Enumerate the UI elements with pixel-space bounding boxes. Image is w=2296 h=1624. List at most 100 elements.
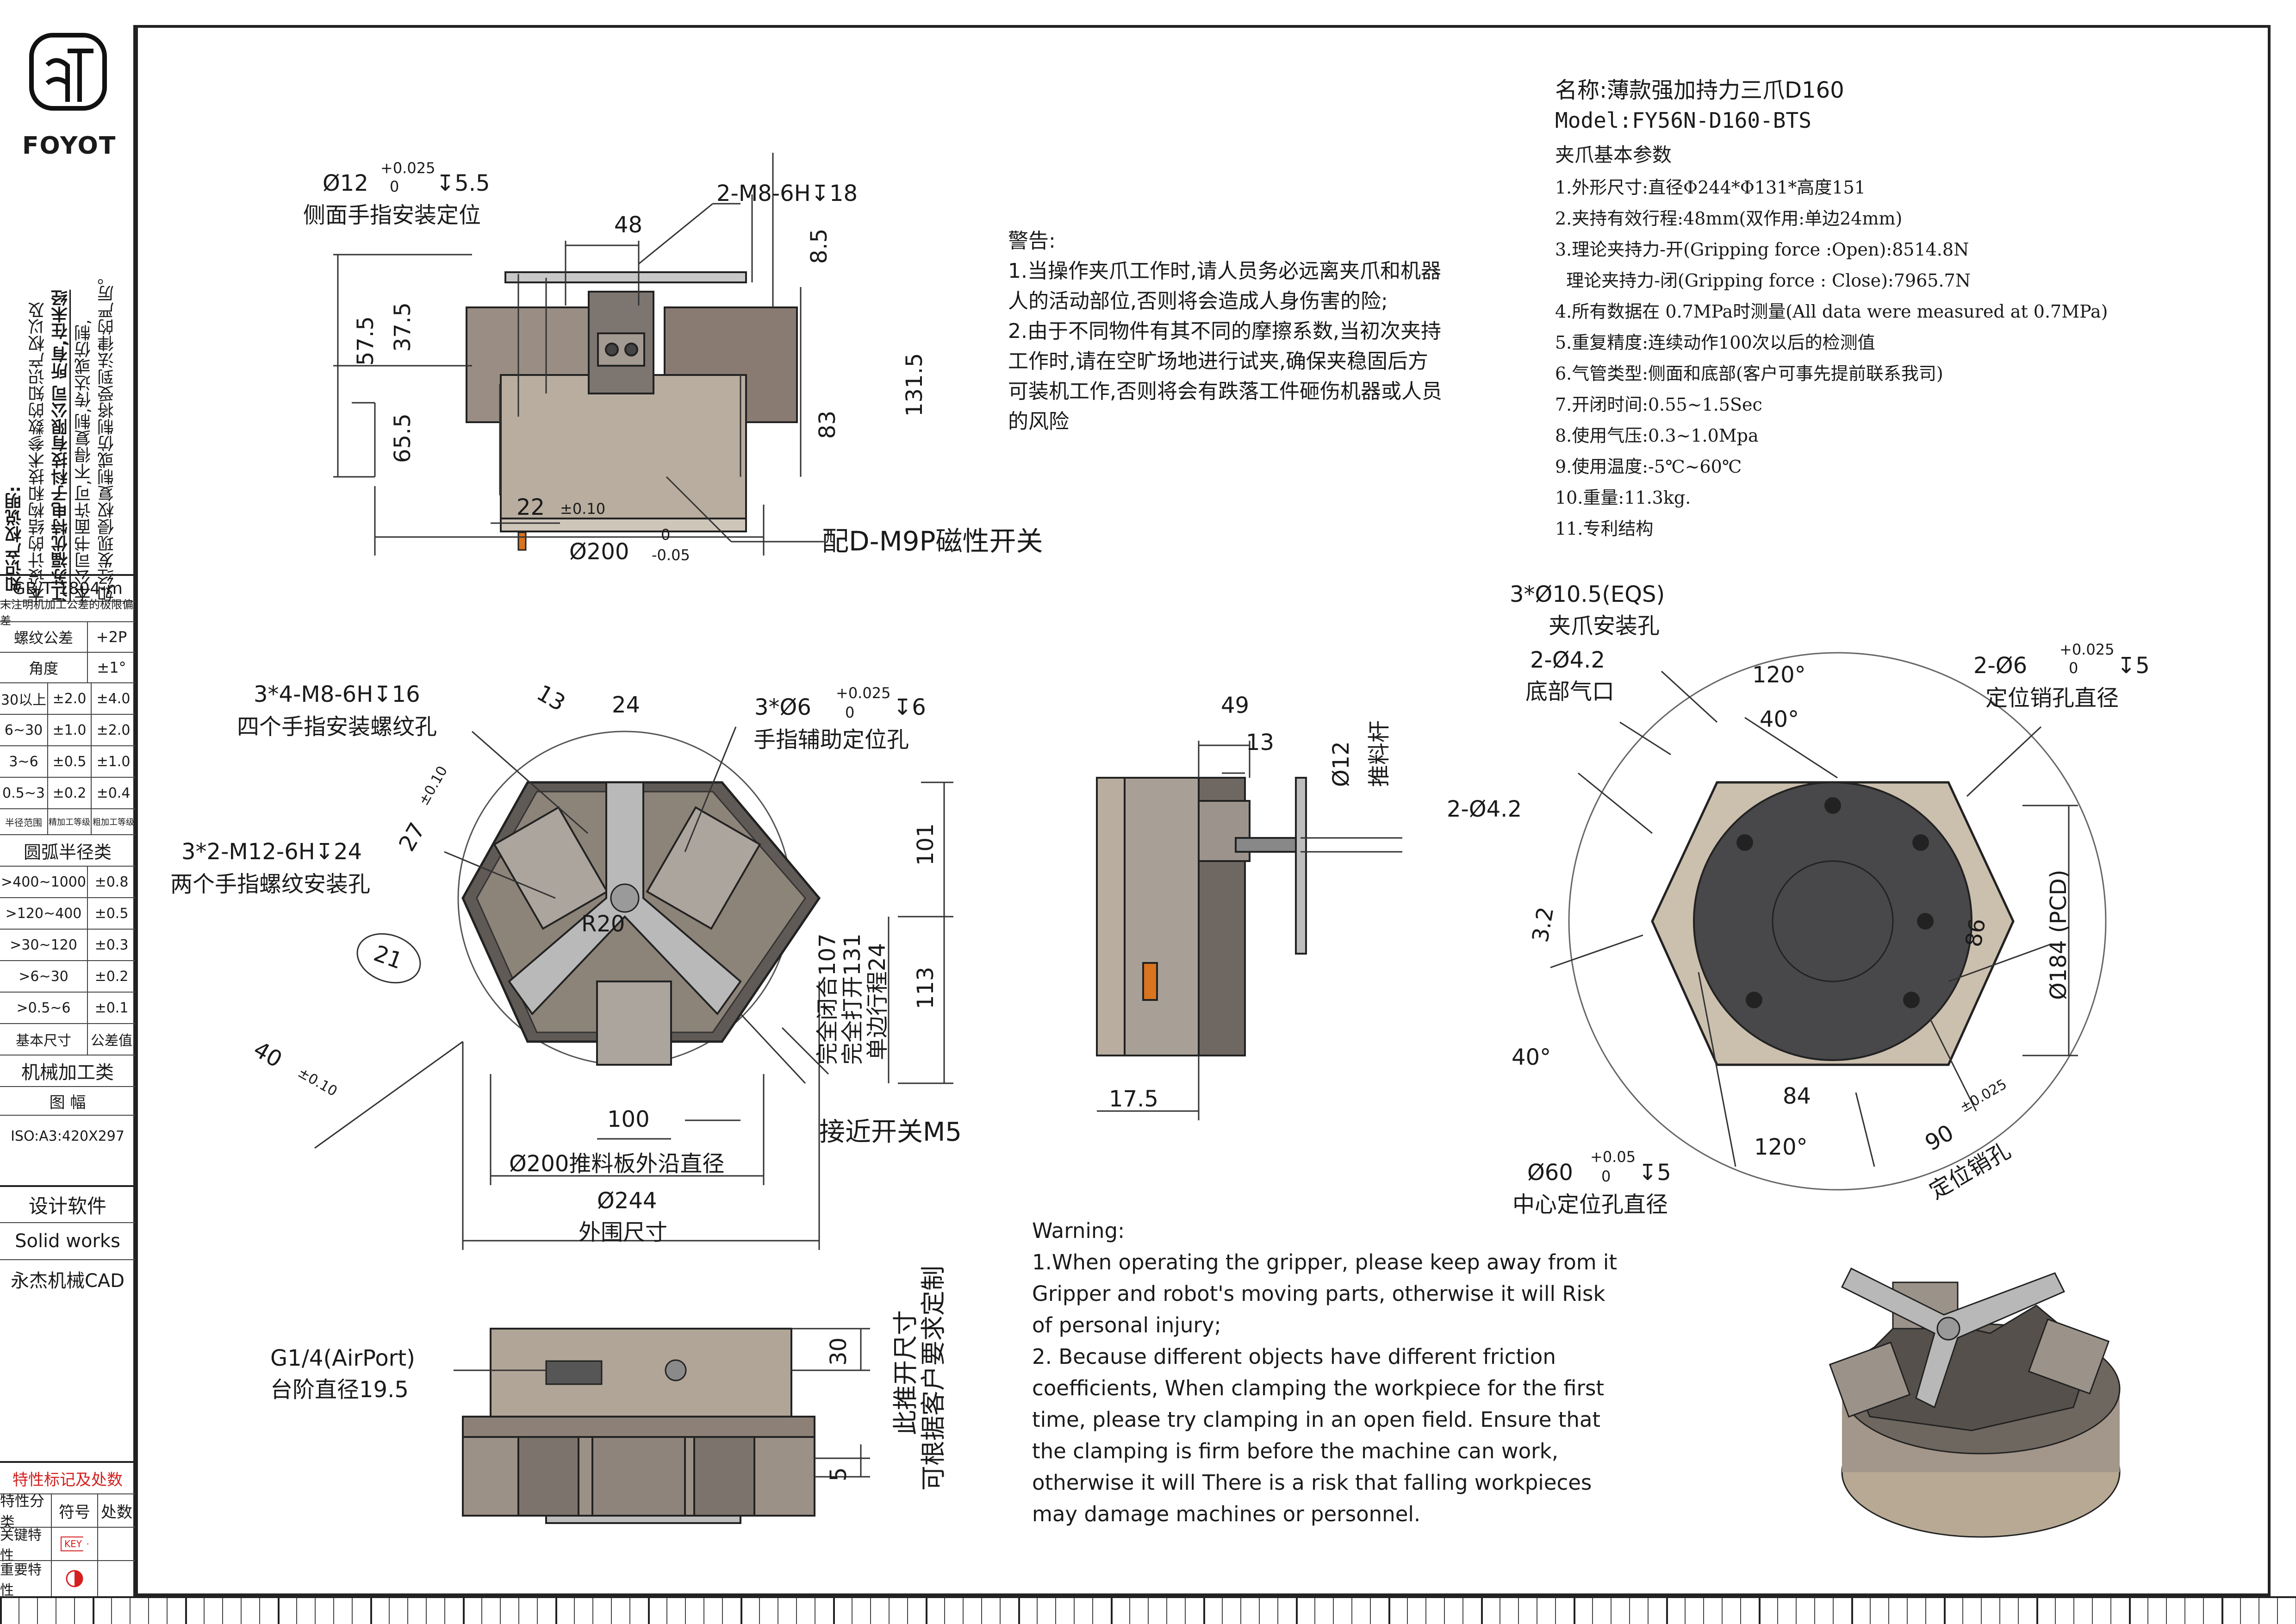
feature-key-count bbox=[98, 1528, 135, 1560]
front-view-drawing bbox=[333, 153, 824, 556]
lower-port-label: 台阶直径19.5 bbox=[270, 1377, 409, 1403]
arc-row: >0.5~6 ±0.1 bbox=[0, 992, 135, 1023]
feature-imp-count bbox=[98, 1561, 135, 1596]
top-prox: 接近开关M5 bbox=[819, 1117, 962, 1147]
feature-head-cell: 符号 bbox=[52, 1494, 98, 1527]
feature-key-label: 关键特性 bbox=[0, 1527, 52, 1564]
arc-cell: >30~120 bbox=[0, 930, 88, 960]
bottom-a40a: 40° bbox=[1760, 706, 1799, 732]
warning-en: Warning: 1.When operating the gripper, p… bbox=[1032, 1215, 1652, 1530]
warning-cn-title: 警告: bbox=[1008, 229, 1056, 253]
spec-item: 2.夹持有效行程:48mm(双作用:单边24mm) bbox=[1555, 208, 1903, 229]
sheet-label: 图 幅 bbox=[49, 1093, 86, 1112]
arc-cell: 公差值 bbox=[91, 1033, 132, 1049]
front-h37-5: 37.5 bbox=[390, 302, 416, 352]
lin-cell: 3~6 bbox=[0, 746, 48, 777]
lower-view-drawing bbox=[454, 1328, 870, 1524]
spec-item: 1.外形尺寸:直径Φ244*Φ131*高度151 bbox=[1555, 177, 1866, 198]
bottom-d6-depth: ↧5 bbox=[2117, 653, 2150, 679]
arc-cell: ±0.3 bbox=[94, 937, 129, 953]
warning-en-line: otherwise it will There is a risk that f… bbox=[1032, 1470, 1592, 1495]
product-title: 名称:薄款强加持力三爪D160 bbox=[1555, 77, 1844, 103]
front-w48: 48 bbox=[614, 212, 643, 238]
title-sidebar bbox=[0, 25, 135, 1596]
bottom-d60-tol-dn: 0 bbox=[1601, 1168, 1611, 1185]
side-d49: 49 bbox=[1221, 693, 1250, 718]
lin-row: 3~6 ±0.5 ±1.0 bbox=[0, 745, 135, 777]
top-d244: Ø244 bbox=[597, 1188, 657, 1214]
lin-cell: 精加工等级 bbox=[48, 809, 92, 834]
bottom-d60-label: 中心定位孔直径 bbox=[1512, 1192, 1668, 1218]
bottom-d86: 86 bbox=[1960, 916, 1991, 949]
top-view-drawing bbox=[314, 726, 953, 1250]
lin-cell: ±4.0 bbox=[96, 690, 131, 707]
lin-row: 6~30 ±1.0 ±2.0 bbox=[0, 714, 135, 745]
tol-row: 角度 ±1° bbox=[0, 652, 135, 682]
std-sub-row: 未注明机加工公差的极限偏差 bbox=[0, 598, 135, 627]
front-d22: 22 bbox=[516, 494, 545, 520]
front-d12: Ø12 bbox=[323, 170, 368, 196]
lin-cell: ±2.0 bbox=[96, 722, 131, 738]
tol-cell: 螺纹公差 bbox=[0, 622, 88, 652]
arc-row: >120~400 ±0.5 bbox=[0, 897, 135, 929]
tol-cell: +2P bbox=[96, 628, 127, 646]
lin-cell: ±0.5 bbox=[48, 746, 92, 777]
bottom-d4-2a: 2-Ø4.2 bbox=[1530, 647, 1605, 673]
feature-title-row: 特性标记及处数 bbox=[0, 1461, 135, 1493]
warning-cn-line: 可装机工作,否则将会有跌落工件砸伤机器或人员 bbox=[1008, 380, 1442, 403]
top-m12-holes: 3*2-M12-6H↧24 bbox=[181, 839, 362, 865]
arc-row: >6~30 ±0.2 bbox=[0, 960, 135, 992]
sheet-value: ISO:A3:420X297 bbox=[11, 1128, 124, 1144]
arc-row: 基本尺寸 公差值 bbox=[0, 1023, 135, 1055]
cad-row: 永杰机械CAD bbox=[0, 1259, 135, 1298]
bottom-d6-label: 定位销孔直径 bbox=[1985, 685, 2119, 711]
lin-cell: ±2.0 bbox=[48, 683, 92, 714]
top-d6-tol-dn: 0 bbox=[845, 704, 855, 721]
spec-subtitle: 夹爪基本参数 bbox=[1555, 144, 1672, 166]
bottom-a40b: 40° bbox=[1512, 1044, 1551, 1070]
arc-cell: 基本尺寸 bbox=[0, 1024, 88, 1055]
lin-cell: 粗加工等级 bbox=[93, 818, 134, 827]
bottom-ruler-major bbox=[0, 1596, 2296, 1624]
lin-row: 0.5~3 ±0.2 ±0.4 bbox=[0, 777, 135, 808]
spec-item: 8.使用气压:0.3~1.0Mpa bbox=[1555, 425, 1759, 446]
arc-row: >400~1000 ±0.8 bbox=[0, 866, 135, 897]
ip-notice-4: 如经发现侵权复制或仿制将受到法律的严厉。 bbox=[98, 269, 117, 602]
lin-row: 30以上 ±2.0 ±4.0 bbox=[0, 682, 135, 714]
ip-notice-2: 江苏福优特电子科技有限公司 所有,在未经 bbox=[51, 289, 70, 602]
warning-en-line: coefficients, When clamping the workpiec… bbox=[1032, 1376, 1605, 1400]
spec-item: 3.理论夹持力-开(Gripping force :Open):8514.8N bbox=[1555, 239, 1969, 260]
spec-block: 名称:薄款强加持力三爪D160 Model:FY56N-D160-BTS 夹爪基… bbox=[1555, 72, 2249, 544]
cad-value: 永杰机械CAD bbox=[10, 1270, 125, 1292]
bottom-a120a: 120° bbox=[1752, 662, 1806, 688]
feature-head-cell: 处数 bbox=[101, 1503, 132, 1522]
front-m8: 2-M8-6H↧18 bbox=[716, 181, 858, 206]
front-d12-tol-dn: 0 bbox=[390, 178, 399, 195]
warning-en-line: of personal injury; bbox=[1032, 1313, 1221, 1337]
top-stroke3: 单边行程24 bbox=[865, 943, 890, 1060]
feature-imp-row: 重要特性 bbox=[0, 1560, 135, 1599]
machining-label: 机械加工类 bbox=[21, 1062, 114, 1083]
arc-cell: >400~1000 bbox=[0, 867, 88, 897]
warning-cn-line: 工作时,请在空旷场地进行试夹,确保夹稳固后方 bbox=[1008, 350, 1428, 373]
warning-en-line: may damage machines or personnel. bbox=[1032, 1502, 1421, 1526]
top-r20: R20 bbox=[581, 911, 625, 937]
ip-notice-0: 知识产权说明: bbox=[5, 486, 24, 593]
front-d12-label: 侧面手指安装定位 bbox=[303, 202, 481, 228]
bottom-pcd: Ø184 (PCD) bbox=[2046, 869, 2072, 1000]
tol-cell: 角度 bbox=[0, 653, 88, 682]
feature-imp-label: 重要特性 bbox=[0, 1561, 52, 1599]
arc-cell: ±0.5 bbox=[94, 905, 129, 922]
arc-cell: ±0.1 bbox=[94, 999, 129, 1016]
ip-notice-3: 本公司书面许可,不得复制,传达或仿制, bbox=[75, 319, 93, 602]
bottom-d60-depth: ↧5 bbox=[1638, 1160, 1671, 1186]
warning-cn: 警告: 1.当操作夹爪工作时,请人员务必远离夹爪和机器 人的活动部位,否则将会造… bbox=[1008, 226, 1526, 437]
lin-cell: ±0.2 bbox=[48, 778, 92, 808]
lin-cell: 0.5~3 bbox=[0, 778, 48, 808]
top-d6: 3*Ø6 bbox=[754, 694, 811, 720]
bottom-view-drawing bbox=[1550, 652, 2107, 1191]
sheet-label-row: 图 幅 bbox=[0, 1086, 135, 1115]
bottom-d60: Ø60 bbox=[1527, 1160, 1573, 1186]
feature-head-cell: 特性分类 bbox=[0, 1492, 52, 1531]
tol-cell: ±1° bbox=[97, 659, 126, 676]
